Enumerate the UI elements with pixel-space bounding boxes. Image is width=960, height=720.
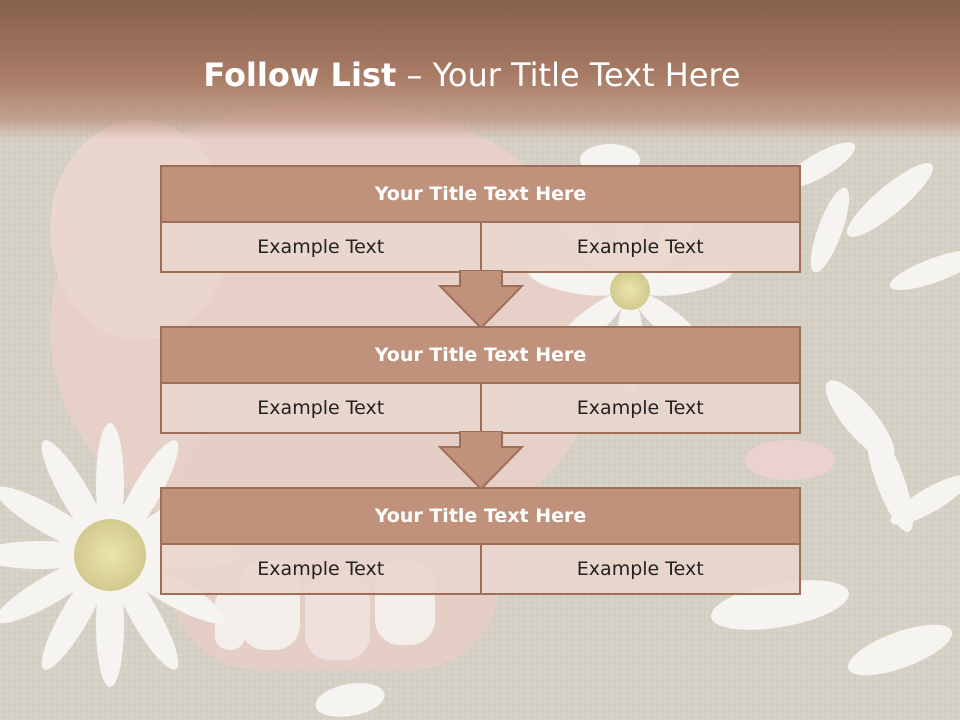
block-cell-left: Example Text [160, 545, 482, 595]
block-row: Example Text Example Text [160, 223, 801, 273]
block-row: Example Text Example Text [160, 545, 801, 595]
list-block-2: Your Title Text Here Example Text Exampl… [160, 326, 801, 434]
block-cell-right: Example Text [481, 545, 801, 595]
block-title: Your Title Text Here [160, 326, 801, 384]
block-title: Your Title Text Here [160, 487, 801, 545]
slide-title: Follow List – Your Title Text Here [0, 56, 944, 94]
header-band [0, 0, 960, 140]
block-cell-right: Example Text [481, 223, 801, 273]
down-arrow-icon [438, 431, 524, 491]
slide-title-bold: Follow List [203, 56, 397, 94]
block-cell-left: Example Text [160, 223, 482, 273]
down-arrow-icon [438, 270, 524, 330]
list-block-1: Your Title Text Here Example Text Exampl… [160, 165, 801, 273]
slide-title-rest: – Your Title Text Here [396, 56, 741, 94]
block-cell-left: Example Text [160, 384, 482, 434]
list-block-3: Your Title Text Here Example Text Exampl… [160, 487, 801, 595]
block-title: Your Title Text Here [160, 165, 801, 223]
block-cell-right: Example Text [481, 384, 801, 434]
block-row: Example Text Example Text [160, 384, 801, 434]
